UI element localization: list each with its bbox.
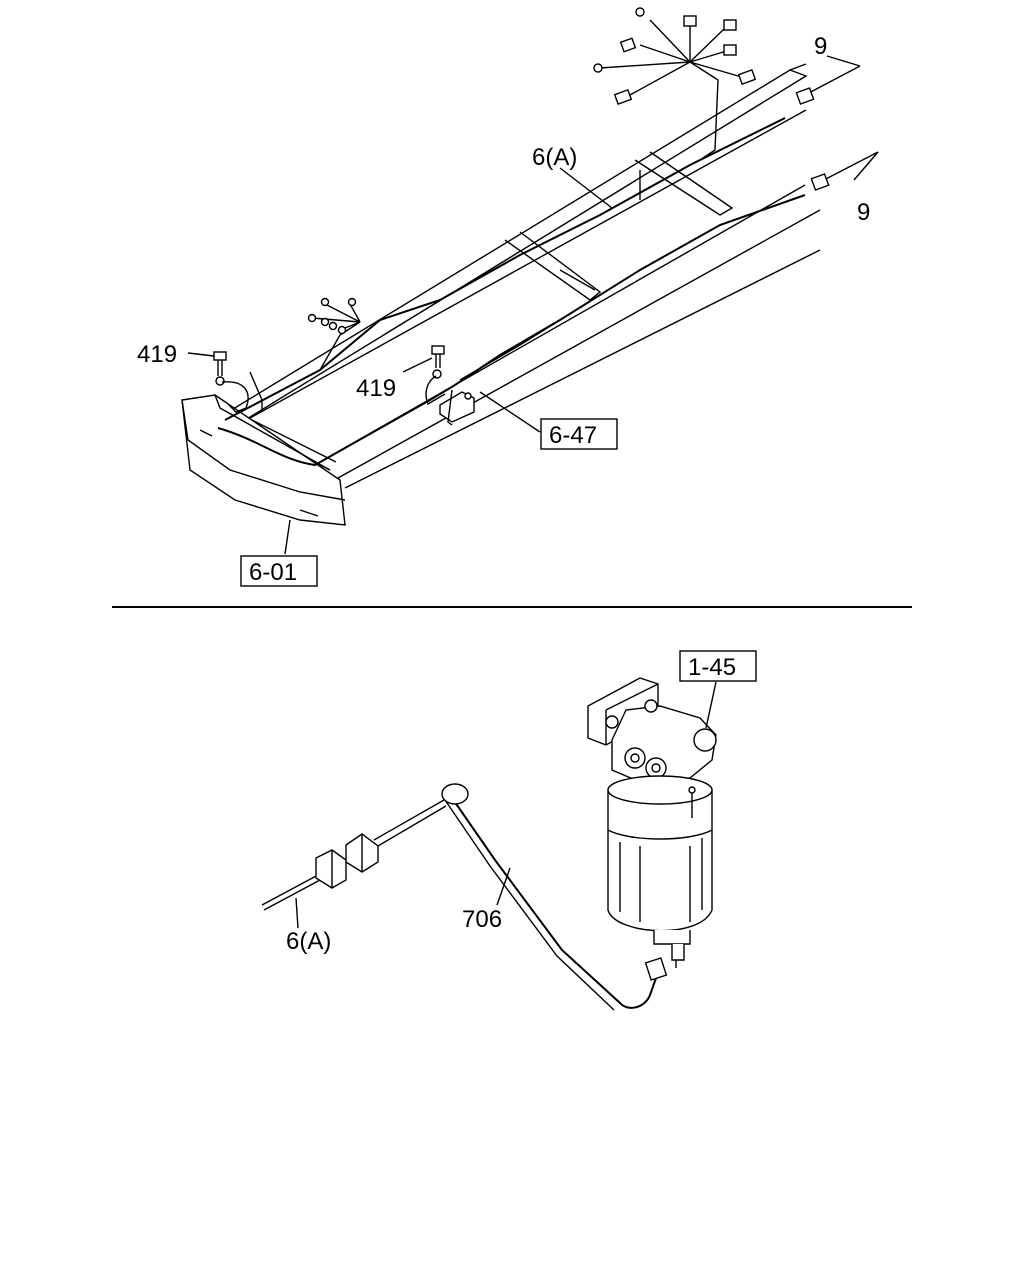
bolt-part-419-center [425, 345, 446, 406]
clip-part-9-lower [810, 151, 879, 191]
ref-box-6-01-label: 6-01 [249, 559, 297, 586]
callout-9-upper: 9 [814, 33, 827, 60]
ref-box-6-47[interactable]: 6-47 [540, 418, 618, 450]
bolt-part-419-left [213, 351, 263, 413]
leader-lines-bottom [295, 681, 717, 929]
callout-419-center: 419 [356, 375, 396, 402]
callout-706: 706 [462, 906, 502, 933]
main-wire-harness [217, 79, 806, 467]
sensor-harness-706 [373, 783, 668, 1011]
clip-part-9-upper [795, 65, 861, 105]
leader-lines-top [187, 55, 879, 555]
callout-6a-top: 6(A) [532, 144, 577, 171]
harness-connector-bundle-top [593, 7, 757, 105]
ref-box-1-45-label: 1-45 [688, 654, 736, 681]
callout-419-left: 419 [137, 341, 177, 368]
front-bumper [181, 394, 346, 526]
callout-6a-bottom: 6(A) [286, 928, 331, 955]
callout-9-lower: 9 [857, 199, 870, 226]
bracket-6-47 [439, 389, 475, 426]
ref-box-6-01[interactable]: 6-01 [240, 555, 318, 587]
ref-box-6-47-label: 6-47 [549, 422, 597, 449]
chassis-frame [214, 63, 821, 489]
harness-connector-bundle-left [307, 297, 361, 335]
fuel-filter [587, 677, 717, 968]
ref-box-1-45[interactable]: 1-45 [679, 650, 757, 682]
main-harness-connector-bottom [261, 833, 379, 911]
